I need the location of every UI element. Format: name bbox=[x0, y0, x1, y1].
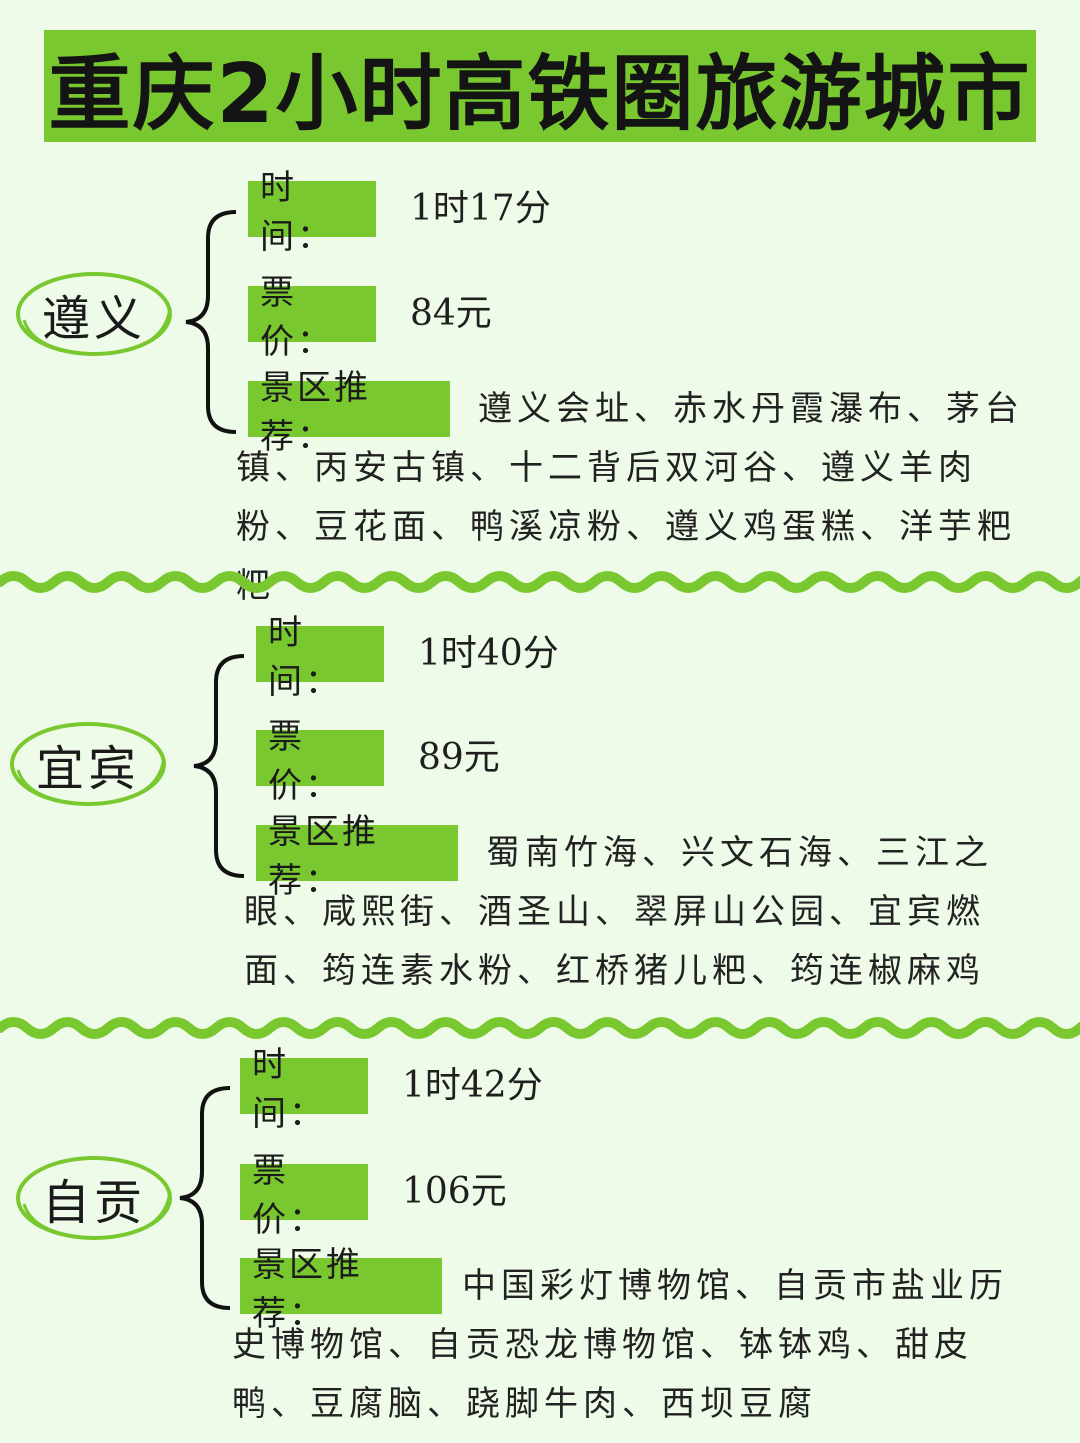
curly-brace-icon bbox=[193, 654, 245, 878]
time-value: 1时17分 bbox=[410, 188, 551, 229]
spots-text: 蜀南竹海、兴文石海、三江之眼、咸熙街、酒圣山、翠屏山公园、宜宾燃面、筠连素水粉、… bbox=[244, 824, 1044, 1001]
spots-label: 景区推荐： bbox=[256, 812, 458, 901]
price-value: 106元 bbox=[402, 1171, 507, 1212]
wave-divider bbox=[0, 1017, 1080, 1039]
price-value: 84元 bbox=[410, 293, 492, 334]
ellipse-outline-icon bbox=[16, 1156, 172, 1240]
city-section-zigong: 自贡 时间： 1时42分 票价： 106元 景区推荐： 中国彩灯博物馆、自贡市盐… bbox=[0, 1045, 1080, 1443]
city-badge: 遵义 bbox=[14, 268, 174, 360]
ellipse-outline-icon bbox=[10, 722, 166, 806]
ellipse-outline-icon bbox=[16, 272, 172, 356]
spots-value: 中国彩灯博物馆、自贡市盐业历史博物馆、自贡恐龙博物馆、钵钵鸡、甜皮鸭、豆腐脑、跷… bbox=[232, 1266, 1008, 1424]
time-value: 1时40分 bbox=[418, 633, 559, 674]
wave-divider bbox=[0, 571, 1080, 593]
time-label: 时间： bbox=[256, 613, 384, 702]
time-label: 时间： bbox=[248, 168, 376, 257]
spots-value: 蜀南竹海、兴文石海、三江之眼、咸熙街、酒圣山、翠屏山公园、宜宾燃面、筠连素水粉、… bbox=[244, 833, 993, 991]
time-label: 时间： bbox=[240, 1045, 368, 1134]
city-badge: 宜宾 bbox=[8, 718, 168, 810]
time-value: 1时42分 bbox=[402, 1065, 543, 1106]
city-badge: 自贡 bbox=[14, 1152, 174, 1244]
page-title: 重庆2小时高铁圈旅游城市 bbox=[44, 30, 1036, 142]
city-section-yibin: 宜宾 时间： 1时40分 票价： 89元 景区推荐： 蜀南竹海、兴文石海、三江之… bbox=[0, 613, 1080, 1006]
price-label: 票价： bbox=[256, 717, 384, 806]
price-value: 89元 bbox=[418, 737, 500, 778]
city-name: 遵义 bbox=[41, 291, 146, 347]
city-section-zunyi: 遵义 时间： 1时17分 票价： 84元 景区推荐： 遵义会址、赤水丹霞瀑布、茅… bbox=[0, 168, 1080, 606]
curly-brace-icon bbox=[185, 210, 237, 434]
curly-brace-icon bbox=[179, 1086, 231, 1310]
city-name: 宜宾 bbox=[35, 741, 140, 797]
spots-text: 中国彩灯博物馆、自贡市盐业历史博物馆、自贡恐龙博物馆、钵钵鸡、甜皮鸭、豆腐脑、跷… bbox=[232, 1257, 1040, 1434]
price-label: 票价： bbox=[248, 273, 376, 362]
price-label: 票价： bbox=[240, 1151, 368, 1240]
city-name: 自贡 bbox=[41, 1175, 146, 1231]
